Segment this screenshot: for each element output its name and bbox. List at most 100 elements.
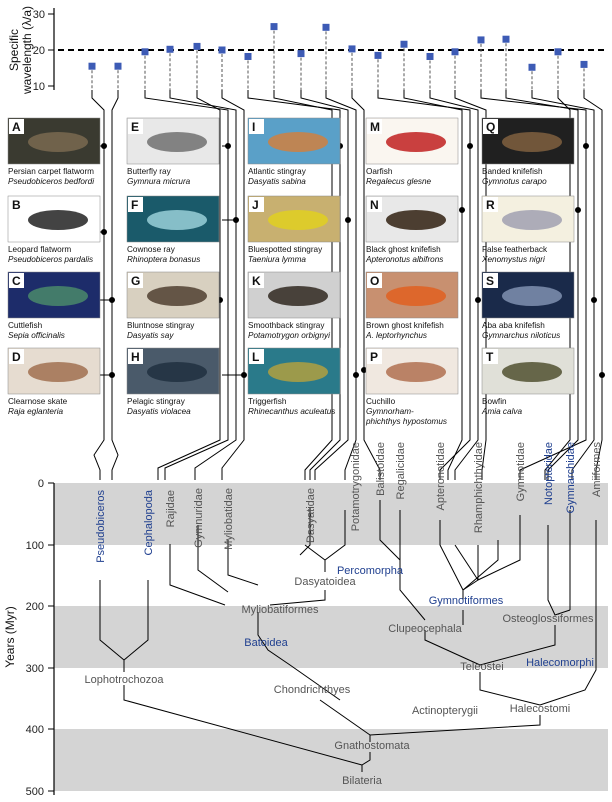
common-name: Banded knifefish (482, 167, 543, 176)
specimen-silhouette (147, 286, 207, 306)
time-tick-200: 200 (26, 601, 44, 613)
phylogeny-tree (99, 500, 597, 772)
label-gymnarchidae: Gymnarchidae (565, 442, 577, 514)
wavelength-marker (141, 48, 149, 56)
specimen-silhouette (147, 362, 207, 382)
wavelength-marker (166, 45, 174, 53)
panel-letter: E (131, 120, 139, 134)
common-name: Butterfly ray (127, 167, 172, 176)
panel-letter-box (483, 273, 498, 288)
specimen-silhouette (268, 362, 328, 382)
panel-letter: C (12, 274, 21, 288)
label-pseudobiceros: Pseudobiceros (95, 490, 107, 563)
label-apteronotidae: Apteronotidae (435, 442, 447, 511)
latin-name: A. leptorhynchus (365, 331, 427, 340)
wavelength-marker (426, 52, 434, 60)
latin-name: Amia calva (481, 407, 522, 416)
label-notopteridae: Notopteridae (543, 442, 555, 505)
label-bilateria: Bilateria (342, 775, 383, 787)
label-actinopterygii: Actinopterygii (412, 705, 478, 717)
latin-name: Xenomystus nigri (481, 255, 545, 264)
wavelength-marker (270, 23, 278, 31)
specimen-silhouette (386, 286, 446, 306)
common-name: Triggerfish (248, 397, 287, 406)
common-name: Brown ghost knifefish (366, 321, 444, 330)
label-dasyatidae: Dasyatidae (305, 488, 317, 543)
panel-letter-box (483, 119, 498, 134)
label-teleostei: Teleostei (460, 661, 503, 673)
label-rajidae: Rajidae (165, 490, 177, 527)
common-name: Bowfin (482, 397, 507, 406)
common-name: Cownose ray (127, 245, 176, 254)
specimen-silhouette (147, 132, 207, 152)
wavelength-tick-10: 10 (33, 81, 45, 93)
common-name: Atlantic stingray (248, 167, 307, 176)
label-dasyatoidea: Dasyatoidea (294, 576, 356, 588)
wavelength-marker (528, 63, 536, 71)
label-myliobatidae: Myliobatidae (223, 488, 235, 550)
panel-letter-box (367, 273, 382, 288)
specimen-silhouette (502, 286, 562, 306)
latin-name: Potamotrygon orbignyi (248, 331, 330, 340)
label-osteoglossiformes: Osteoglossiformes (502, 613, 594, 625)
label-lophotrochozoa: Lophotrochozoa (85, 674, 165, 686)
wavelength-marker (322, 23, 330, 31)
specimen-silhouette (502, 132, 562, 152)
specimen-silhouette (28, 132, 88, 152)
label-regalicidae: Regalicidae (395, 442, 407, 499)
panel-letter-box (128, 119, 143, 134)
label-potamotrygonidae: Potamotrygonidae (350, 442, 362, 531)
wavelength-marker (114, 62, 122, 70)
specimen-silhouette (28, 286, 88, 306)
specimen-silhouette (147, 210, 207, 230)
latin-name: Regalecus glesne (366, 177, 432, 186)
common-name: Cuchillo (366, 397, 396, 406)
common-name: Leopard flatworm (8, 245, 71, 254)
latin-name: Taeniura lymma (248, 255, 306, 264)
latin-name: Dasyatis sabina (248, 177, 306, 186)
wavelength-marker (580, 60, 588, 68)
common-name: Black ghost knifefish (366, 245, 441, 254)
clade-labels: Dasyatoidea Percomorpha Gymnotiformes My… (85, 565, 594, 787)
common-name: Cuttlefish (8, 321, 43, 330)
panel-letter-box (9, 119, 24, 134)
label-clupeocephala: Clupeocephala (388, 623, 462, 635)
panel-letter-box (128, 197, 143, 212)
latin-name-cont: phichthys hypostomus (365, 417, 447, 426)
panel-letter-box (128, 349, 143, 364)
label-chondrichthyes: Chondrichthyes (274, 684, 351, 696)
panel-letter-box (483, 197, 498, 212)
panel-letter: G (131, 274, 140, 288)
common-name: Clearnose skate (8, 397, 68, 406)
panel-letter-box (367, 119, 382, 134)
time-bands (54, 483, 608, 791)
wavelength-label-1: Specific (7, 29, 21, 71)
panel-letter-box (249, 119, 264, 134)
latin-name: Gymnarchus niloticus (482, 331, 560, 340)
panel-letter-box (9, 197, 24, 212)
specimen-silhouette (28, 210, 88, 230)
wavelength-marker (451, 48, 459, 56)
specimen-silhouette (502, 362, 562, 382)
label-rhamphichthyidae: Rhamphichthyidae (473, 442, 485, 533)
common-name: Persian carpet flatworm (8, 167, 94, 176)
panel-letter: S (486, 274, 494, 288)
panel-letter: H (131, 350, 140, 364)
panel-letter: R (486, 198, 495, 212)
wavelength-markers (88, 23, 588, 90)
latin-name: Dasyatis violacea (127, 407, 191, 416)
